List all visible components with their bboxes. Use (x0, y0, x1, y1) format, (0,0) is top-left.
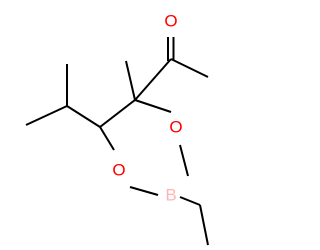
bond-lower-oxygen-boron (129, 186, 159, 196)
bond-quaternary-c-carbonyl-c (134, 58, 172, 101)
bond-ring-carbon-isopropyl-ch (66, 105, 101, 128)
bond-ring-carbon-ring-oxygen (99, 126, 115, 151)
ring-oxygen-lower-label: O (112, 161, 125, 180)
ring-oxygen-upper-label: O (169, 118, 182, 137)
bond-quaternary-c-methyl (125, 60, 136, 101)
bond-ethyl-ch2-ch3 (199, 204, 209, 246)
carbonyl-oxygen-label: O (164, 12, 177, 31)
molecule-structure-diagram: O O O B (25, 12, 209, 246)
bond-isopropyl-methyl-left (25, 105, 68, 126)
bond-boron-ethyl-ch2 (179, 196, 201, 206)
bond-quaternary-c-ring-carbon (99, 99, 136, 128)
bond-carbonyl-c-methyl (170, 58, 209, 78)
boron-label: B (165, 186, 176, 205)
bond-upper-oxygen-boron (179, 144, 189, 177)
bond-quaternary-c-ring-oxygen (134, 99, 172, 113)
